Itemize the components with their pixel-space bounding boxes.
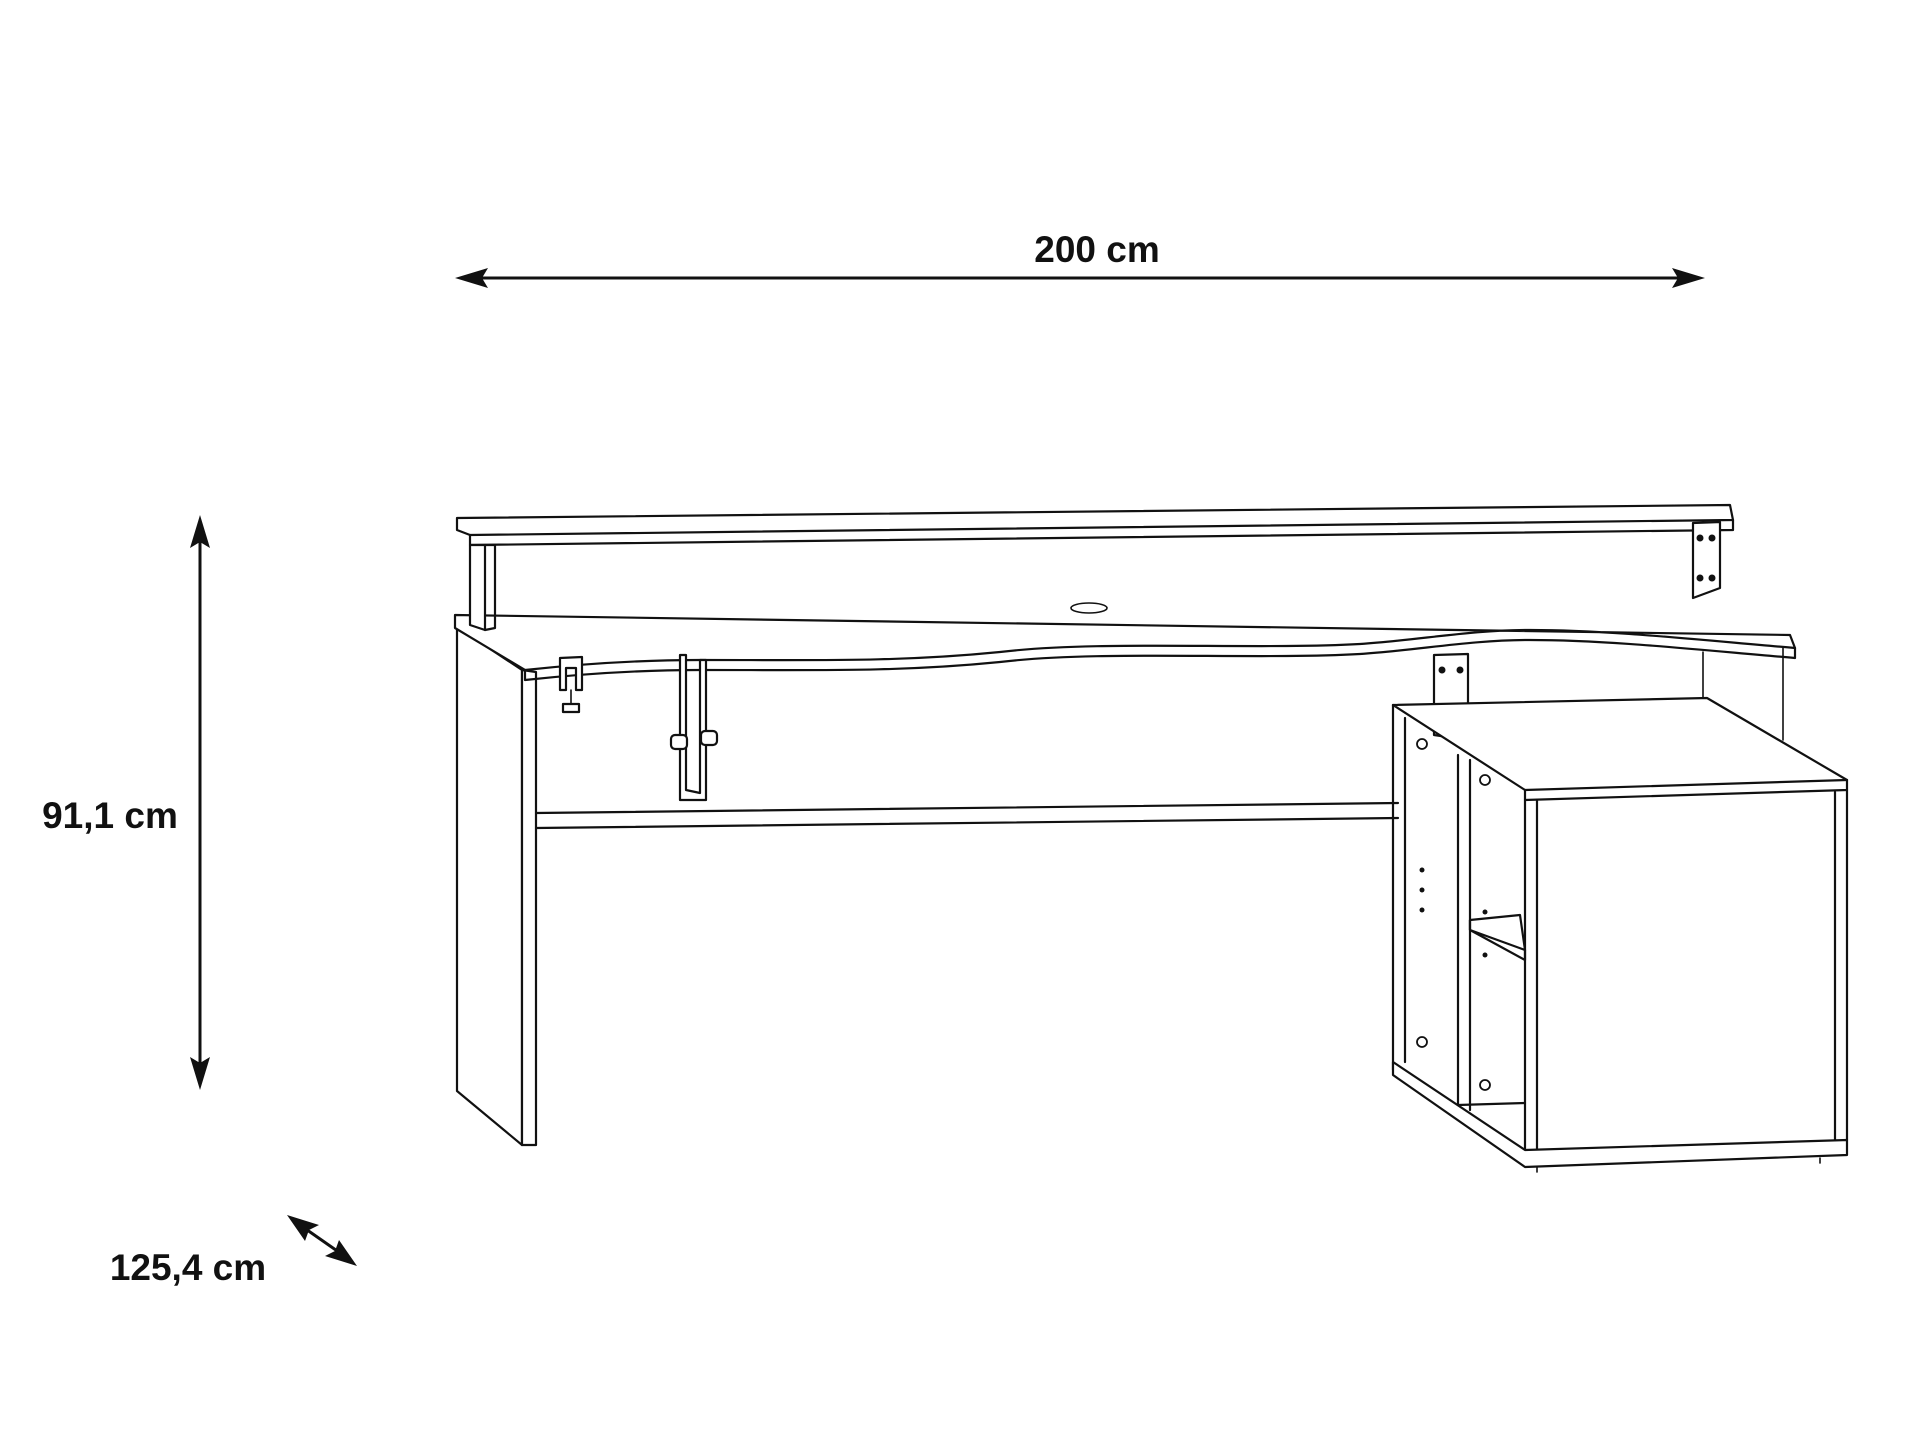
cabinet-top	[1391, 696, 1849, 792]
support-bolt	[1708, 574, 1716, 582]
shelf-right-support	[1691, 520, 1722, 600]
shelf-pin-hole	[1419, 907, 1425, 913]
monitor-shelf-front	[468, 518, 1735, 547]
left-leg-edge	[520, 668, 538, 1147]
cabinet-front-edge	[1523, 798, 1539, 1162]
headset-holder	[669, 653, 719, 802]
shelf-left-support	[468, 543, 487, 632]
shelf-pin-hole	[1419, 887, 1425, 893]
cabinet-bottom	[1391, 1060, 1849, 1169]
depth-label: 125,4 cm	[110, 1247, 266, 1288]
shelf-hole	[1479, 1079, 1491, 1091]
shelf-left-support-edge	[483, 543, 497, 632]
monitor-shelf-top	[455, 503, 1735, 537]
shelf-hole	[1479, 774, 1491, 786]
shelf-hole	[1416, 738, 1428, 750]
desk-illustration	[453, 503, 1849, 1173]
shelf-hole	[1416, 1036, 1428, 1048]
left-leg-panel	[455, 625, 524, 1147]
shelf-pin-hole	[1482, 909, 1488, 915]
cable-grommet	[1070, 602, 1108, 614]
cabinet-left-side	[1391, 703, 1407, 1072]
clamp-hook	[558, 655, 584, 714]
shelf-pin-hole	[1482, 952, 1488, 958]
cabinet-foot	[1536, 1157, 1821, 1173]
post-bolt	[1438, 666, 1446, 674]
support-bolt	[1708, 534, 1716, 542]
cabinet-bottom-inner	[1456, 1101, 1527, 1107]
height-dimension-arrow	[190, 515, 210, 1090]
cabinet-post-right	[1702, 647, 1784, 741]
width-label: 200 cm	[1034, 229, 1160, 270]
width-dimension-arrow	[455, 268, 1705, 288]
depth-dimension-arrow	[287, 1215, 357, 1266]
cabinet-divider	[1456, 753, 1472, 1112]
back-rail-top	[534, 816, 1400, 830]
holder-knob	[669, 733, 689, 751]
height-label: 91,1 cm	[42, 795, 178, 836]
support-bolt	[1696, 574, 1704, 582]
desk-top	[453, 613, 1797, 672]
support-bolt	[1696, 534, 1704, 542]
cabinet-shelf-edge	[1468, 918, 1527, 962]
desk-top-front-edge	[523, 638, 1797, 682]
shelf-pin-hole	[1419, 867, 1425, 873]
cabinet-right-side	[1833, 788, 1849, 1142]
post-bolt	[1456, 666, 1464, 674]
cabinet-top-front-edge	[1523, 778, 1849, 802]
holder-knob	[699, 729, 719, 747]
back-rail	[534, 801, 1400, 815]
